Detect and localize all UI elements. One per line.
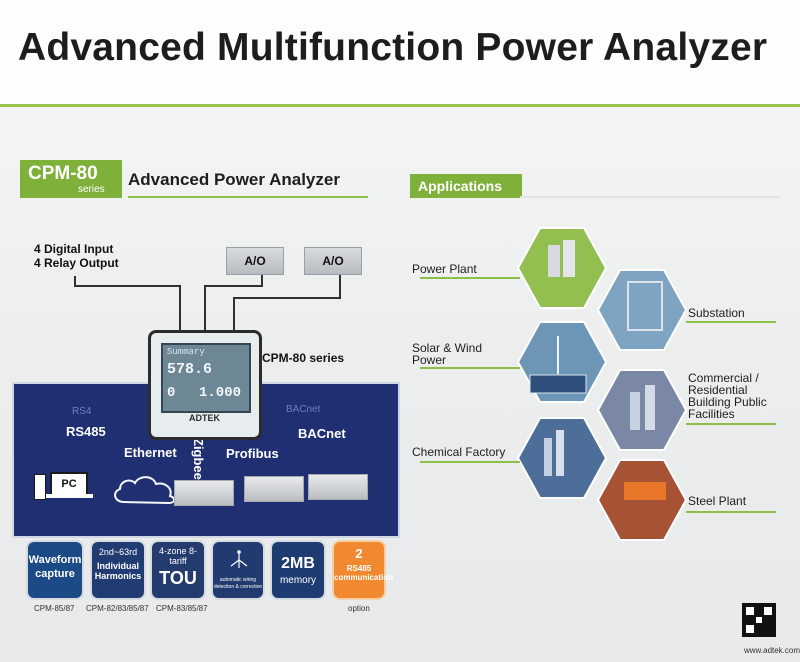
feature-memory-line1: 2MB [281,555,315,572]
digital-input-label: 4 Digital Input [34,242,114,256]
field-device-1 [174,480,234,506]
pc-tower [34,474,46,500]
applications-divider [520,196,780,198]
feature-tou: 4-zone 8-tariff TOU [150,540,206,600]
application-building: Commercial / Residential Building Public… [688,371,767,421]
feature-rs485-caption: option [348,604,370,613]
application-chemical-factory: Chemical Factory [412,445,506,459]
qr-code [742,603,776,637]
substation-frame [627,281,663,331]
ao-right-line [233,270,341,330]
feature-tou-line1: 4-zone 8-tariff [158,546,198,566]
cpm80-device: Summary 578.6 0 1.000 ADTEK [148,330,262,440]
feature-harmonics-caption: CPM-82/83/85/87 [86,604,149,613]
feature-harmonics-line1: 2nd~63rd [98,547,138,557]
cooling-tower-2 [563,240,575,277]
main-title: Advanced Multifunction Power Analyzer [18,26,768,69]
series-subtitle: Advanced Power Analyzer [128,170,368,198]
feature-waveform: Waveform capture [26,540,84,600]
application-solar-wind: Solar & Wind Power [412,341,483,367]
faint-rs4-text: RS4 [72,406,92,417]
screen-left-value: 0 [167,385,176,401]
cpm80-series-label: CPM-80 series [262,351,345,365]
pc-keyboard [45,494,93,498]
feature-memory: 2MB memory [270,540,326,600]
wiring-icon [230,550,248,568]
feature-wiring-line2: detection & correction [213,584,263,590]
chemical-tower-1 [544,438,552,476]
series-tag: CPM-80 series [20,160,122,198]
building-tower-2 [645,385,655,430]
bacnet-label: BACnet [298,426,346,441]
feature-waveform-line2: capture [35,568,75,580]
header-banner: Advanced Multifunction Power Analyzer [0,0,800,107]
feature-waveform-caption: CPM-85/87 [34,604,75,613]
feature-harmonics: 2nd~63rd Individual Harmonics [90,540,146,600]
screen-right-value: 1.000 [199,385,242,401]
website-url: www.adtek.com.tw [744,646,800,655]
feature-memory-line2: memory [279,575,317,586]
application-power-plant: Power Plant [412,262,477,276]
ao-module-right: A/O [304,247,362,275]
device-brand: ADTEK [189,413,220,423]
application-substation: Substation [688,306,745,320]
feature-rs485-line1: 2 [355,546,363,561]
ethernet-label: Ethernet [124,445,177,460]
cloud-icon [114,476,175,505]
applications-title: Applications [410,174,522,198]
cooling-tower-1 [548,245,560,277]
solar-panel [529,374,587,394]
feature-rs485: 2 RS485 communication [332,540,394,600]
screen-summary: Summary [167,347,205,357]
steel-hot-metal [624,482,666,500]
io-line [74,276,181,330]
feature-tou-line2: TOU [159,568,197,588]
building-hex [596,369,688,451]
profibus-label: Profibus [226,446,279,461]
feature-harmonics-line2: Individual Harmonics [94,561,142,581]
feature-tou-caption: CPM-83/85/87 [156,604,208,613]
chemical-tower-2 [556,430,564,476]
building-tower-1 [630,392,640,430]
faint-bacnet-text: BACnet [286,404,321,415]
feature-waveform-line1: Waveform [28,554,82,566]
rs485-label: RS485 [66,424,106,439]
screen-top-value: 578.6 [167,361,213,378]
relay-output-label: 4 Relay Output [34,256,119,270]
ao-left-line [204,270,263,330]
field-device-2 [244,476,304,502]
feature-wiring-line1: automatic wiring [219,577,257,583]
ao-module-left: A/O [226,247,284,275]
application-steel-plant: Steel Plant [688,494,747,508]
series-tag-text: series [78,184,105,195]
device-screen: Summary 578.6 0 1.000 [161,343,251,413]
feature-rs485-line2: RS485 communication [334,564,394,582]
feature-wiring: automatic wiring detection & correction [211,540,265,600]
series-model: CPM-80 [28,163,98,184]
substation-hex [596,269,688,351]
field-device-3 [308,474,368,500]
power-plant-hex [516,227,608,309]
